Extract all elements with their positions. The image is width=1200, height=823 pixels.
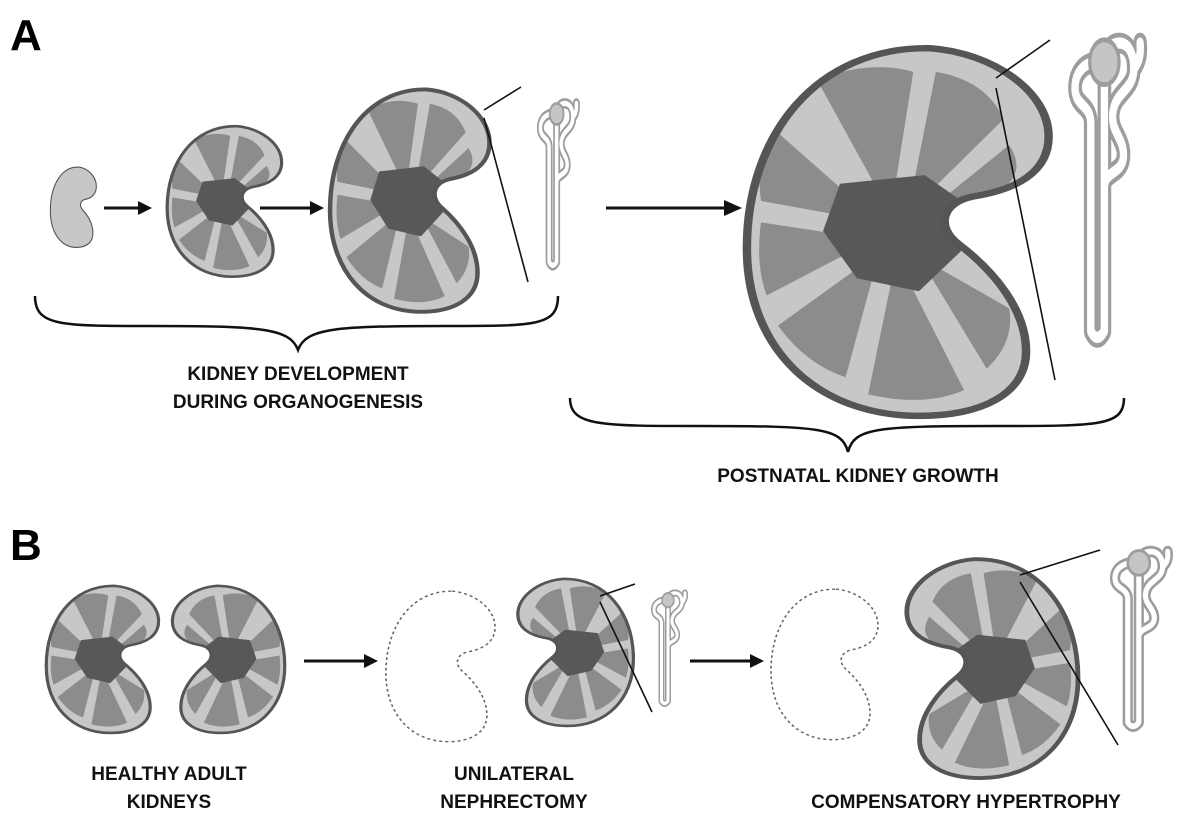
label-nephrectomy-line2: NEPHRECTOMY <box>440 792 588 813</box>
label-nephrectomy-line1: UNILATERAL <box>454 764 574 785</box>
panel-letter-a: A <box>10 11 42 60</box>
curly-brace <box>33 295 560 354</box>
removed-kidney-outline-icon <box>770 588 879 741</box>
panel-b: B <box>10 521 1168 813</box>
arrow-right-icon <box>304 654 378 668</box>
kidney-left-icon <box>46 586 158 733</box>
zoom-line <box>483 117 529 283</box>
zoom-line <box>995 87 1056 381</box>
remaining-kidney-icon <box>518 579 634 726</box>
removed-kidney-outline-icon <box>385 590 496 743</box>
zoom-line <box>995 39 1051 79</box>
zoom-line <box>483 86 522 111</box>
panel-letter-b: B <box>10 521 42 570</box>
nephron-icon <box>1115 551 1168 727</box>
zoom-line <box>599 583 636 597</box>
arrow-right-icon <box>104 201 152 215</box>
postnatal-kidney-icon <box>747 48 1049 416</box>
zoom-line <box>1019 581 1119 746</box>
label-development-line1: KIDNEY DEVELOPMENT <box>187 364 409 385</box>
label-development-line2: DURING ORGANOGENESIS <box>173 392 423 413</box>
zoom-line <box>1019 549 1101 576</box>
zoom-line <box>599 601 653 713</box>
arrow-right-icon <box>260 201 324 215</box>
embryonic-kidney-icon <box>49 166 97 249</box>
nephron-icon <box>1075 40 1140 338</box>
label-healthy-line1: HEALTHY ADULT <box>91 764 247 785</box>
kidney-right-icon <box>172 586 284 733</box>
label-hypertrophy: COMPENSATORY HYPERTROPHY <box>811 792 1121 813</box>
hypertrophied-kidney-icon <box>907 559 1078 778</box>
developing-kidney-medium-icon <box>330 89 489 311</box>
arrow-right-icon <box>606 200 742 216</box>
label-healthy-line2: KIDNEYS <box>127 792 211 813</box>
arrow-right-icon <box>690 654 764 668</box>
label-postnatal: POSTNATAL KIDNEY GROWTH <box>717 466 998 487</box>
panel-a: A <box>10 11 1140 487</box>
nephron-icon <box>540 103 576 265</box>
curly-brace <box>568 397 1126 453</box>
nephron-icon <box>654 593 685 703</box>
developing-kidney-small-icon <box>167 126 281 276</box>
